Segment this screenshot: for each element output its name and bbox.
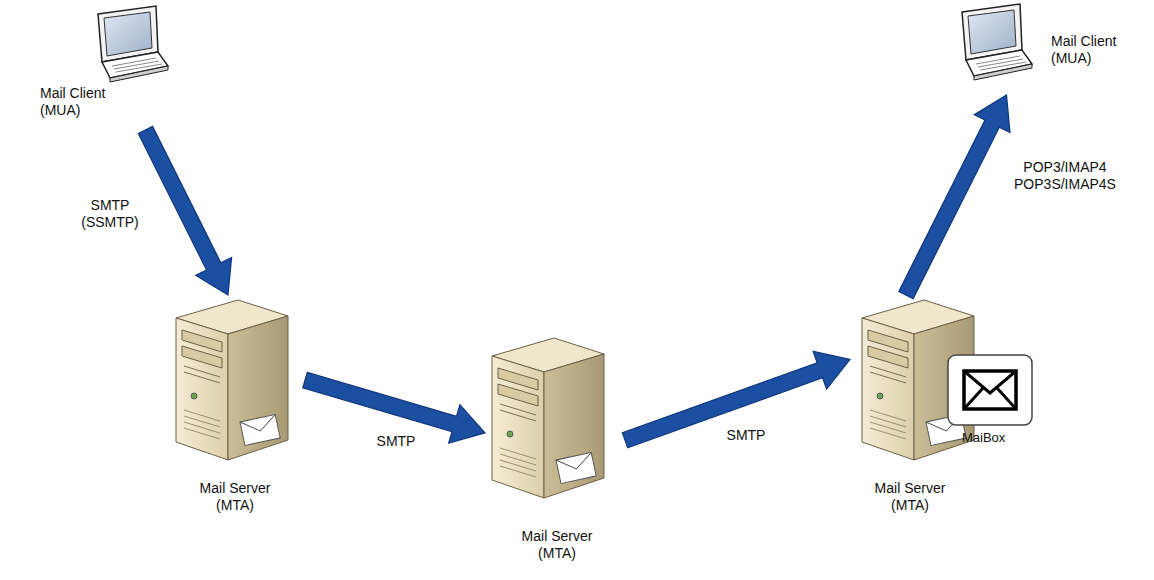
protocol-label: SMTP (SSMTP) [72,196,148,232]
mail-server: Mail Server (MTA) [165,295,305,525]
mailbox-label: MaiBox [962,430,1005,446]
flow-arrow [138,126,231,295]
node-label: Mail Server (MTA) [185,480,285,514]
flow-arrow [899,95,1010,299]
protocol-label: SMTP [716,426,776,445]
protocol-label: POP3/IMAP4 POP3S/IMAP4S [1004,158,1126,194]
node-label: Mail Client (MUA) [1051,33,1135,67]
mail-client: Mail Client (MUA) [945,5,1150,95]
node-label: Mail Server (MTA) [860,480,960,514]
protocol-label: SMTP [366,432,426,451]
node-label: Mail Server (MTA) [507,528,607,562]
mail-client: Mail Client (MUA) [35,5,165,130]
mailbox-icon [948,355,1032,425]
mail-server: Mail Server (MTA) [850,295,1050,525]
node-label: Mail Client (MUA) [40,85,124,119]
mail-server: Mail Server (MTA) [485,330,625,575]
flow-arrow [622,351,850,447]
